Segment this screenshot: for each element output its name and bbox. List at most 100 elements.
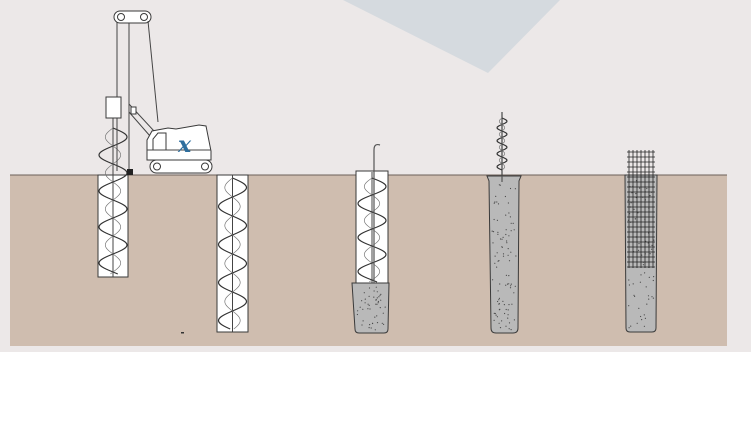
concrete-speckle	[638, 307, 640, 309]
auger-flight	[357, 177, 387, 283]
concrete-speckle	[375, 298, 377, 301]
concrete-speckle	[506, 242, 508, 244]
concrete-speckle	[361, 324, 363, 326]
concrete-speckle	[628, 284, 631, 286]
auger-2	[217, 175, 248, 332]
concrete-feed-tube	[373, 143, 381, 283]
concrete-speckle	[651, 244, 653, 246]
concrete-speckle	[647, 295, 650, 297]
concrete-speckle	[515, 255, 517, 257]
concrete-speckle	[507, 254, 509, 256]
concrete-speckle	[498, 322, 500, 324]
concrete-speckle	[504, 195, 506, 198]
concrete-speckle	[497, 290, 499, 292]
concrete-speckle	[648, 298, 650, 300]
concrete-speckle	[497, 231, 499, 233]
concrete-speckle	[513, 229, 515, 231]
concrete-speckle	[496, 316, 498, 318]
concrete-speckle	[649, 253, 651, 255]
concrete-speckle	[498, 299, 500, 301]
concrete-speckle	[647, 242, 649, 244]
concrete-speckle	[505, 284, 507, 286]
concrete-speckle	[364, 298, 366, 300]
auger-flight-back	[104, 127, 122, 275]
concrete-speckle	[633, 208, 635, 210]
concrete-speckle	[502, 255, 505, 257]
concrete-speckle	[653, 239, 655, 241]
concrete-speckle	[380, 293, 382, 295]
concrete-speckle	[495, 314, 497, 316]
concrete-speckle	[375, 303, 377, 305]
auger-4	[496, 112, 508, 176]
concrete-speckle	[507, 202, 509, 204]
concrete-speckle	[510, 283, 512, 285]
concrete-speckle	[374, 316, 376, 318]
concrete-speckle	[376, 303, 378, 305]
concrete-speckle	[636, 322, 638, 324]
concrete-speckle	[381, 322, 383, 324]
concrete-speckle	[370, 327, 372, 329]
concrete-speckle	[375, 286, 377, 288]
concrete-speckle	[508, 283, 510, 285]
concrete-column-4	[486, 175, 522, 334]
concrete-speckle	[648, 276, 650, 278]
concrete-speckle	[368, 287, 371, 289]
concrete-speckle	[628, 279, 630, 281]
concrete-speckle	[494, 262, 496, 264]
concrete-speckle	[495, 195, 497, 197]
concrete-speckle	[368, 304, 370, 306]
concrete-speckle	[377, 302, 379, 304]
mast-foot	[127, 169, 133, 175]
concrete-speckle	[505, 233, 507, 236]
concrete-speckle	[501, 320, 503, 322]
concrete-speckle	[652, 279, 654, 282]
concrete-speckle	[498, 297, 500, 299]
concrete-speckle	[628, 305, 630, 307]
concrete-speckle	[509, 287, 512, 289]
concrete-speckle	[643, 314, 645, 316]
concrete-speckle	[494, 255, 496, 257]
concrete-speckle	[378, 296, 380, 298]
concrete-speckle	[506, 240, 508, 242]
rotary-head	[105, 96, 122, 119]
concrete-speckle	[377, 300, 379, 303]
concrete-speckle	[496, 266, 498, 268]
concrete-speckle	[510, 285, 512, 287]
concrete-speckle	[493, 312, 495, 314]
concrete-speckle	[646, 187, 648, 190]
concrete-speckle	[644, 317, 647, 319]
concrete-speckle	[510, 230, 512, 232]
concrete-speckle	[507, 248, 509, 250]
concrete-speckle	[510, 251, 512, 253]
concrete-speckle	[643, 325, 646, 327]
stage-auger-at-depth	[216, 174, 249, 333]
concrete-speckle	[508, 328, 510, 330]
concrete-speckle	[505, 308, 507, 311]
concrete-speckle	[364, 302, 366, 304]
concrete-speckle	[641, 254, 643, 256]
concrete-speckle	[499, 184, 501, 186]
concrete-speckle	[507, 309, 509, 311]
concrete-speckle	[637, 212, 639, 214]
concrete-speckle	[509, 187, 512, 190]
concrete-speckle	[511, 303, 513, 305]
drilling-rig-icon: x	[97, 10, 213, 278]
concrete-speckle	[642, 264, 645, 266]
concrete-speckle	[513, 319, 516, 321]
concrete-speckle	[635, 193, 637, 195]
concrete-speckle	[382, 312, 384, 314]
concrete-speckle	[628, 327, 630, 329]
concrete-speckle	[498, 184, 500, 186]
concrete-speckle	[651, 296, 653, 298]
concrete-speckle	[493, 218, 495, 221]
track-wheel-left	[153, 162, 161, 171]
sheave-left	[117, 13, 125, 21]
stage-concreting	[351, 143, 390, 334]
concrete-speckle	[492, 242, 494, 244]
concrete-speckle	[505, 229, 507, 231]
concrete-speckle	[367, 308, 369, 310]
concrete-speckle	[502, 236, 504, 238]
concrete-speckle	[514, 285, 516, 287]
concrete-speckle	[638, 249, 640, 251]
concrete-speckle	[512, 222, 514, 224]
